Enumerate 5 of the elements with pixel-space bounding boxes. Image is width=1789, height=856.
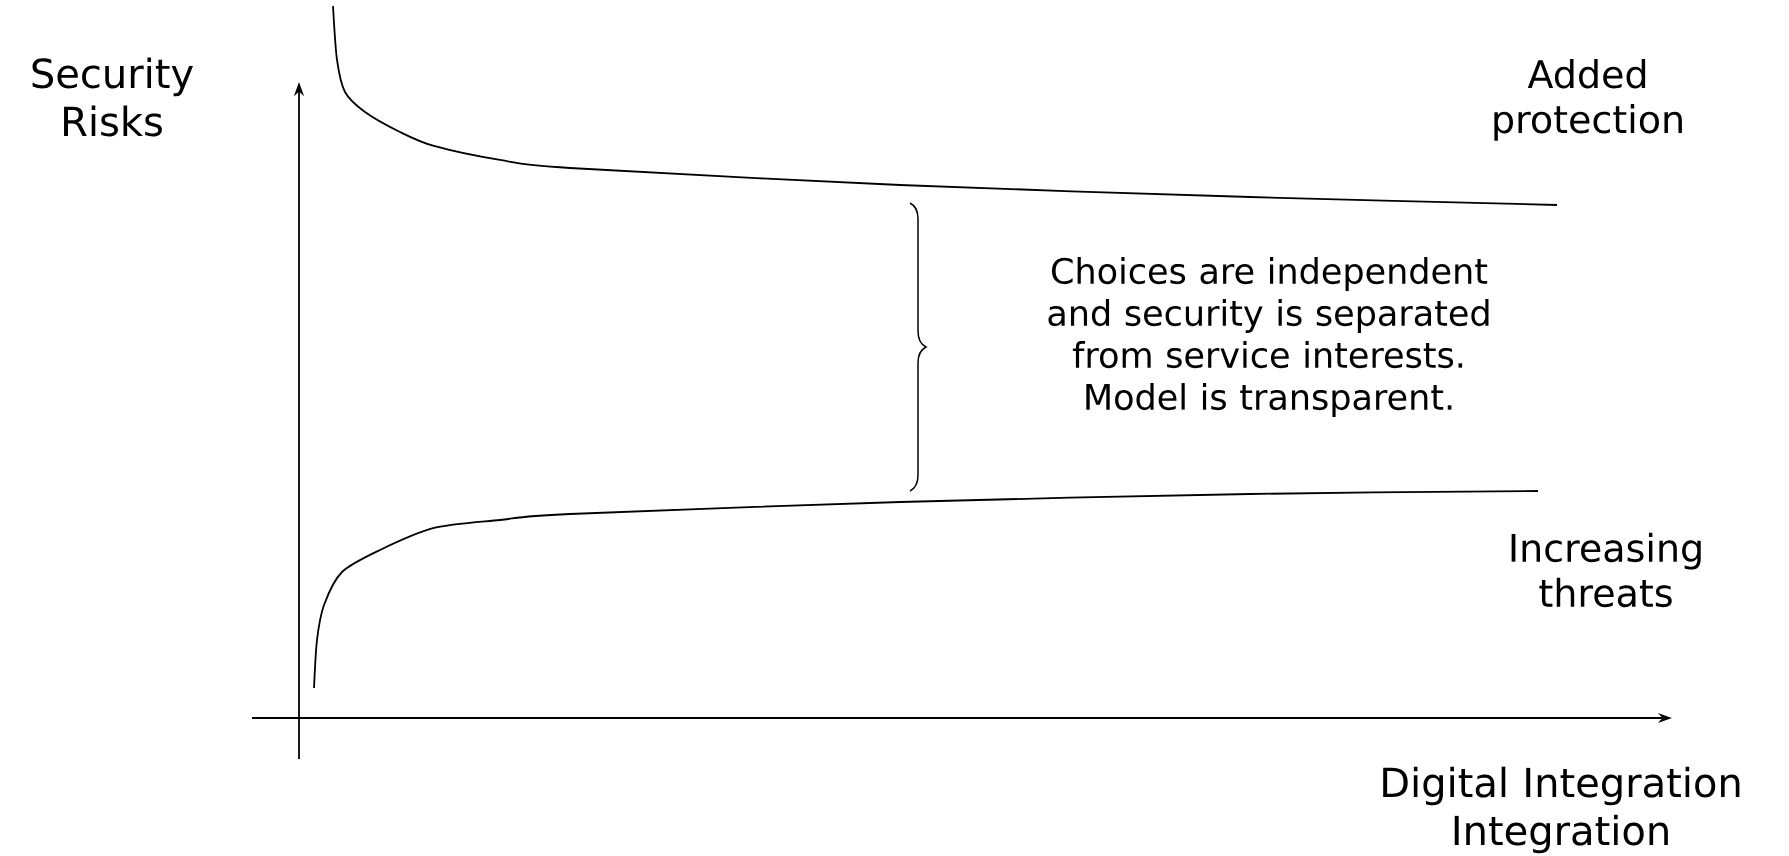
curve-label: Added protection xyxy=(1494,59,1682,141)
axis-label: Digital Integration Integration xyxy=(1383,766,1740,854)
curve-label: Increasing threats xyxy=(1511,532,1701,608)
annotation-text: Choices are independent and security is separated from service interests. Model is transparent. xyxy=(1048,257,1489,417)
axis-label: Security Risks xyxy=(32,57,193,137)
